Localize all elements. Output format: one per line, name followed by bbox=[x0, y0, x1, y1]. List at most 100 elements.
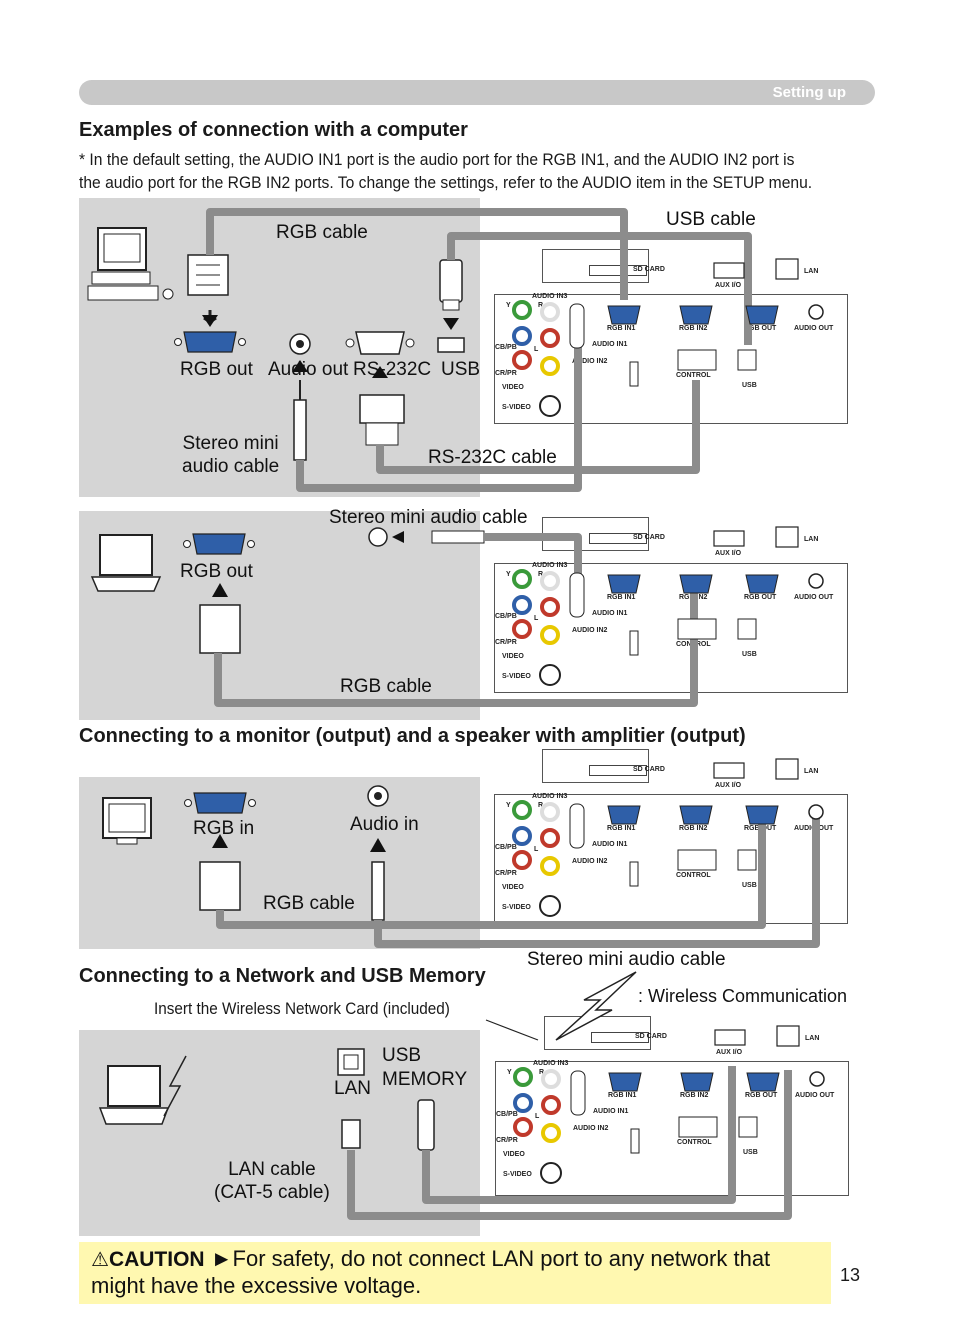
audio-in2-label: AUDIO IN2 bbox=[572, 627, 608, 634]
video-label: VIDEO bbox=[502, 384, 524, 391]
usb-plug-icon bbox=[439, 259, 463, 311]
rgb-in2-port-icon bbox=[680, 1072, 714, 1092]
audio-port-icon bbox=[368, 527, 388, 547]
rgb-out-port-icon bbox=[173, 331, 247, 353]
rgb-in2-label: RGB IN2 bbox=[680, 1092, 709, 1099]
s-video-label: S-VIDEO bbox=[503, 1171, 532, 1178]
rgb-in1-port-icon bbox=[607, 305, 641, 325]
caution-message: For safety, do not connect LAN port to a… bbox=[91, 1246, 771, 1298]
rgb-out-port-icon bbox=[745, 305, 779, 325]
rgb-in1-label: RGB IN1 bbox=[607, 325, 636, 332]
audio-out-jack-icon bbox=[809, 1071, 825, 1087]
video-label: VIDEO bbox=[502, 653, 524, 660]
l-label: L bbox=[535, 1113, 540, 1120]
usb-label: USB bbox=[743, 1149, 758, 1156]
y-label: Y bbox=[506, 302, 511, 309]
audio-in2-label: AUDIO IN2 bbox=[573, 1125, 609, 1132]
component-jack-icon bbox=[512, 300, 532, 320]
lightning-wireless-icon bbox=[555, 971, 637, 1041]
lan-label: LAN bbox=[805, 1035, 820, 1042]
audio-in3-label: AUDIO IN3 bbox=[532, 293, 568, 300]
header-bar: Setting up bbox=[79, 80, 875, 105]
stereo-plug-icon bbox=[293, 380, 307, 461]
audio-out-label: AUDIO OUT bbox=[795, 1092, 835, 1099]
rgb-in2-port-icon bbox=[679, 305, 713, 325]
audio-l-jack-icon bbox=[540, 571, 560, 591]
vga-plug-icon bbox=[187, 254, 229, 296]
rs232c-label: RS-232C bbox=[353, 359, 432, 380]
rgb-out-label: RGB out bbox=[180, 561, 253, 582]
video-jack-icon bbox=[540, 625, 560, 645]
y-label: Y bbox=[506, 802, 511, 809]
lan-port-icon bbox=[775, 758, 799, 780]
rgb-cable-label: RGB cable bbox=[263, 893, 355, 914]
s-video-label: S-VIDEO bbox=[502, 904, 531, 911]
rgb-out-port-icon bbox=[182, 533, 256, 555]
cr-pr-label: CR/PR bbox=[495, 870, 517, 877]
video-jack-icon bbox=[540, 356, 560, 376]
rgb-out-port-icon bbox=[745, 574, 779, 594]
audio-in1-label: AUDIO IN1 bbox=[592, 341, 628, 348]
video-jack-icon bbox=[541, 1123, 561, 1143]
control-port-icon bbox=[677, 849, 717, 871]
laptop-computer-icon bbox=[90, 534, 162, 592]
audio-out-label: AUDIO OUT bbox=[794, 594, 834, 601]
rgb-in1-label: RGB IN1 bbox=[607, 594, 636, 601]
s-video-jack-icon bbox=[539, 895, 561, 917]
control-port-icon bbox=[677, 618, 717, 640]
audio-in2-label: AUDIO IN2 bbox=[572, 358, 608, 365]
audio-in1-label: AUDIO IN1 bbox=[592, 841, 628, 848]
l-label: L bbox=[534, 346, 539, 353]
control-label: CONTROL bbox=[676, 372, 711, 379]
component-jack-icon bbox=[513, 1117, 533, 1137]
l-label: L bbox=[534, 846, 539, 853]
lan-label: LAN bbox=[334, 1078, 371, 1099]
control-label: CONTROL bbox=[676, 872, 711, 879]
video-jack-icon bbox=[540, 856, 560, 876]
control-port-icon bbox=[678, 1116, 718, 1138]
control-port-icon bbox=[677, 349, 717, 371]
audio-out-label: Audio out bbox=[268, 359, 349, 380]
audio-r-jack-icon bbox=[541, 1095, 561, 1115]
section-label: Setting up bbox=[772, 84, 846, 101]
audio-in-jacks-icon bbox=[569, 803, 585, 849]
aux-io-label: AUX I/O bbox=[715, 782, 742, 789]
aux-io-label: AUX I/O bbox=[716, 1049, 743, 1056]
usb-label: USB bbox=[441, 359, 481, 380]
sd-card-label: SD CARD bbox=[633, 534, 665, 541]
component-jack-icon bbox=[512, 595, 532, 615]
arrow-right-icon: ► bbox=[210, 1246, 233, 1271]
switch-icon bbox=[629, 630, 639, 656]
audio-in1-label: AUDIO IN1 bbox=[592, 610, 628, 617]
component-jack-icon bbox=[512, 569, 532, 589]
cb-pb-label: CB/PB bbox=[495, 844, 517, 851]
video-label: VIDEO bbox=[502, 884, 524, 891]
sd-card-label: SD CARD bbox=[633, 766, 665, 773]
r-label: R bbox=[538, 802, 544, 809]
rgb-out-label: RGB OUT bbox=[744, 594, 777, 601]
usb-port-icon bbox=[737, 849, 757, 871]
lan-label: LAN bbox=[804, 536, 819, 543]
card-pointer-line bbox=[485, 1019, 539, 1041]
usb-label: USB bbox=[742, 651, 757, 658]
lan-label: LAN bbox=[804, 268, 819, 275]
rgb-in1-label: RGB IN1 bbox=[607, 825, 636, 832]
rgb-out-label: RGB out bbox=[180, 359, 253, 380]
rgb-in2-port-icon bbox=[679, 574, 713, 594]
lan-cable-label: LAN cable (CAT-5 cable) bbox=[214, 1159, 330, 1203]
sd-card-label: SD CARD bbox=[633, 266, 665, 273]
component-jack-icon bbox=[513, 1093, 533, 1113]
audio-r-jack-icon bbox=[540, 328, 560, 348]
component-jack-icon bbox=[512, 350, 532, 370]
warning-triangle-icon: ⚠ bbox=[91, 1249, 109, 1271]
page-number: 13 bbox=[840, 1265, 861, 1285]
rgb-in1-label: RGB IN1 bbox=[608, 1092, 637, 1099]
lan-port-icon bbox=[775, 258, 799, 280]
rgb-in2-label: RGB IN2 bbox=[679, 825, 708, 832]
component-jack-icon bbox=[512, 826, 532, 846]
stereo-mini-audio-cable-label: Stereo mini audio cable bbox=[182, 433, 280, 477]
audio-in-jacks-icon bbox=[569, 303, 585, 349]
y-label: Y bbox=[507, 1069, 512, 1076]
audio-l-jack-icon bbox=[541, 1069, 561, 1089]
